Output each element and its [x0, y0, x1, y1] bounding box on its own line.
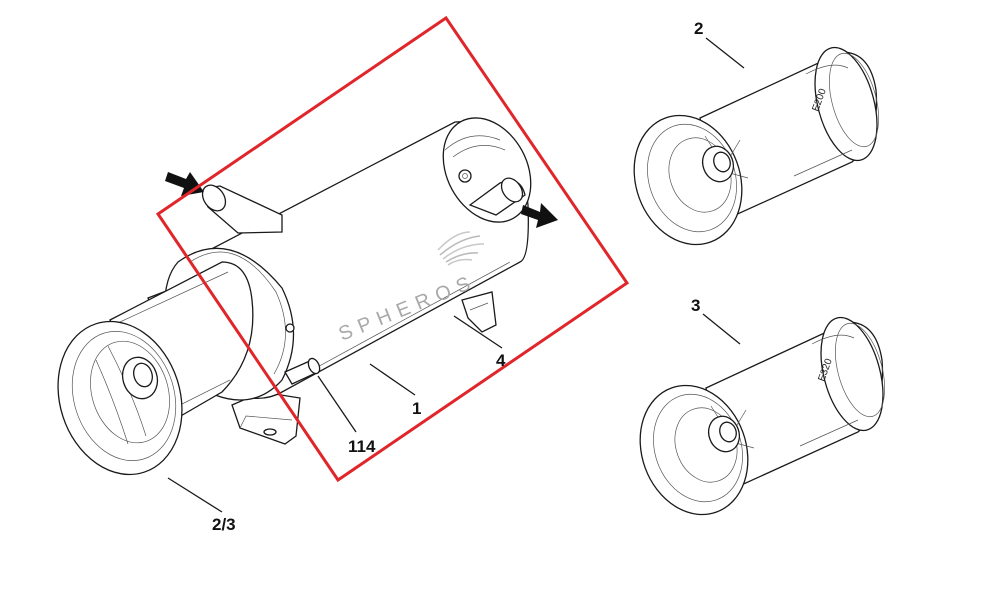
leader-lines: [167, 37, 745, 513]
leader-1: [369, 363, 416, 396]
outlet-pipe: [458, 169, 526, 216]
leader-2: [705, 37, 745, 69]
leader-114: [317, 375, 357, 433]
leader-4: [453, 315, 503, 349]
inlet-pipe: [201, 184, 283, 234]
callout-4: 4: [496, 351, 506, 370]
highlight-frame: [155, 15, 630, 483]
callout-2-3: 2/3: [212, 515, 236, 534]
muffler-front: [57, 261, 254, 476]
leader-3: [702, 313, 741, 345]
muffler-part-2: E200: [633, 46, 879, 246]
callout-3: 3: [691, 296, 700, 315]
arrow-right-icon: [521, 203, 558, 228]
muffler-part-3: E320: [639, 316, 885, 516]
mount-plate: [461, 291, 497, 333]
arrow-right-icon: [165, 172, 204, 196]
mounting-bracket: [231, 391, 301, 445]
callout-2: 2: [694, 19, 703, 38]
leader-2-3: [167, 477, 223, 513]
heater-assembly: SPHEROS: [57, 117, 558, 476]
callout-114: 114: [348, 437, 376, 456]
callout-1: 1: [412, 399, 421, 418]
spheros-logo-icon: [437, 231, 485, 266]
